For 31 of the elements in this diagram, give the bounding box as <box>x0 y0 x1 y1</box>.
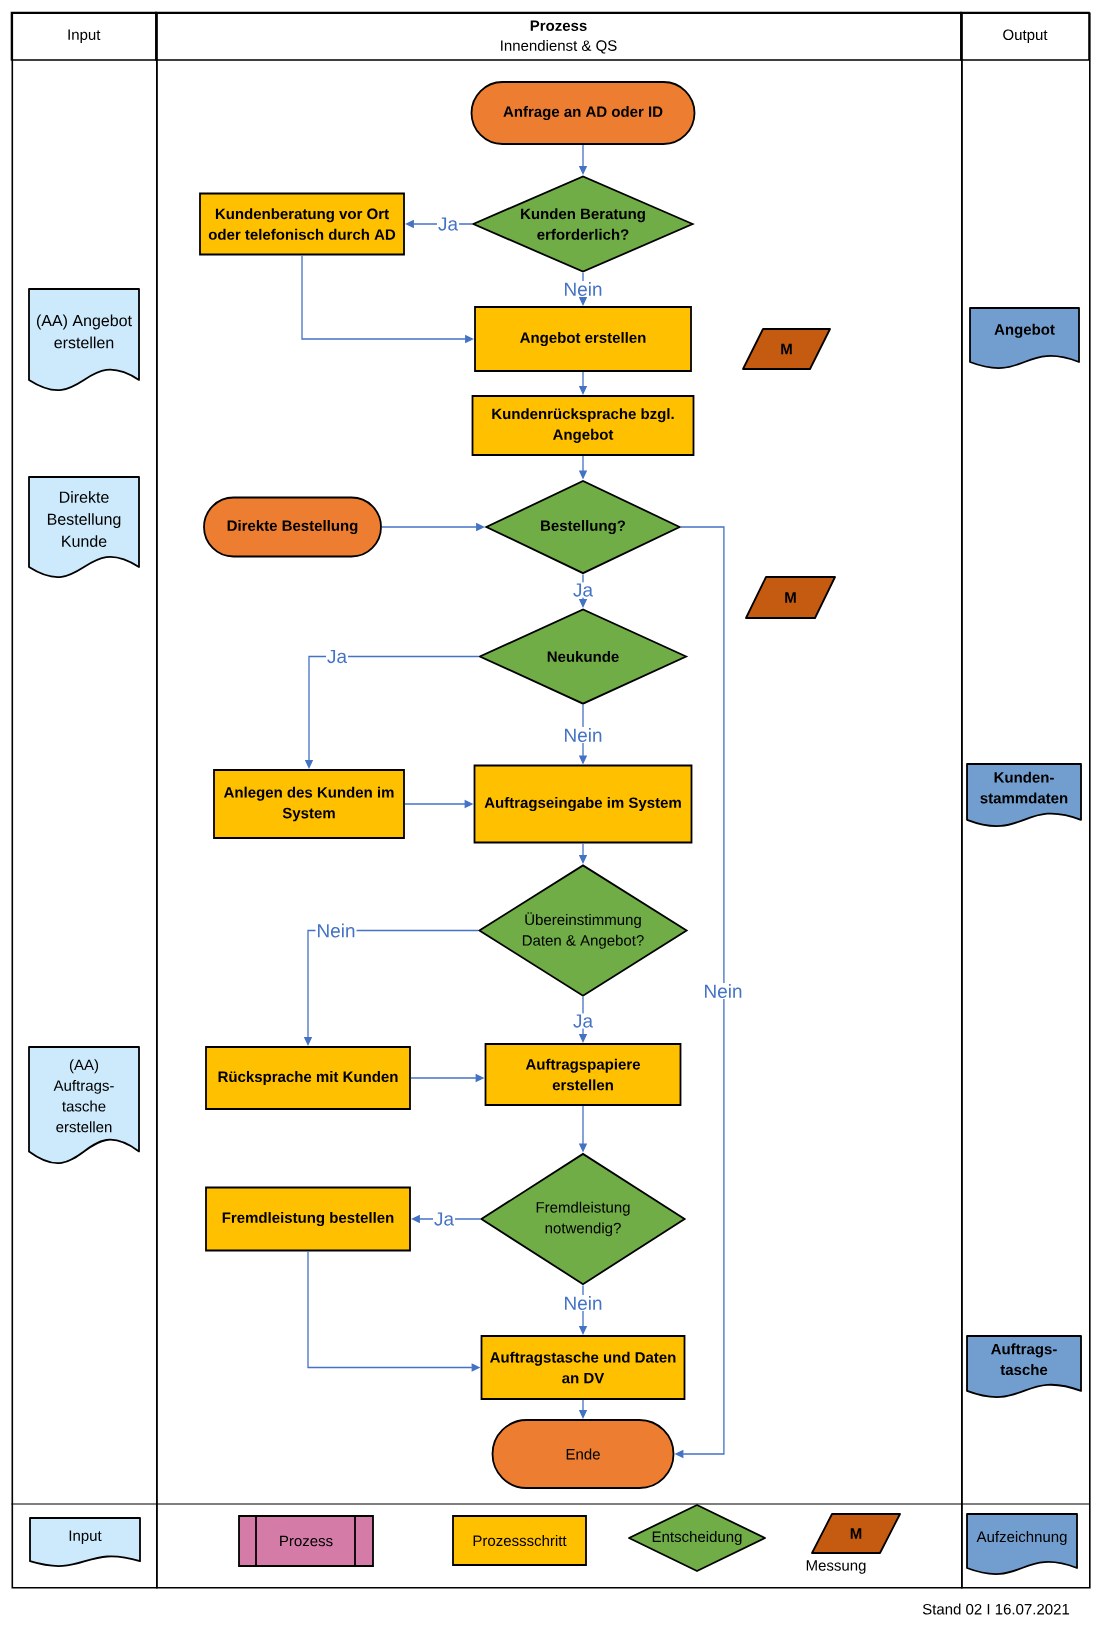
edge-label: Nein <box>562 1295 604 1311</box>
edge-label: Nein <box>315 922 357 939</box>
process-box: Auftragstasche und Daten an DV <box>480 1335 686 1400</box>
process-box: Angebot erstellen <box>474 306 692 372</box>
legend-label: Messung <box>806 1560 866 1574</box>
terminator-pill: Direkte Bestellung <box>203 496 382 558</box>
process-box: Rücksprache mit Kunden <box>205 1046 411 1110</box>
legend-step-box: Prozessschritt <box>452 1515 587 1566</box>
edge-label: Nein <box>562 281 604 297</box>
process-box: Kundenberatung vor Ort oder telefonisch durch AD <box>199 192 405 256</box>
edge-label: Ja <box>571 1013 595 1029</box>
process-box: Kundenrücksprache bzgl. Angebot <box>471 395 695 456</box>
lane-header: Output <box>960 11 1090 61</box>
process-box: Auftragspapiere erstellen <box>484 1043 682 1106</box>
lane-header: Input <box>10 11 157 61</box>
measurement-parallelogram: M <box>745 576 836 619</box>
legend-measurement-parallelogram: M <box>811 1513 901 1554</box>
edge-label: Nein <box>702 983 744 999</box>
process-box: Auftragseingabe im System <box>473 764 693 844</box>
process-box: Anlegen des Kunden im System <box>213 769 405 839</box>
terminator-pill: Ende <box>491 1419 675 1489</box>
process-box: Fremdleistung bestellen <box>205 1186 411 1252</box>
version-note: Stand 02 I 16.07.2021 <box>922 1603 1070 1615</box>
edge-label: Ja <box>432 1211 456 1227</box>
edge-label: Ja <box>436 216 460 232</box>
terminator-pill: Anfrage an AD oder ID <box>470 81 696 145</box>
edge-label: Ja <box>325 648 349 665</box>
edge-label: Ja <box>571 582 595 598</box>
edge-label: Nein <box>562 727 604 743</box>
measurement-parallelogram: M <box>742 328 831 370</box>
lane-header: Prozess Innendienst & QS <box>155 11 962 61</box>
